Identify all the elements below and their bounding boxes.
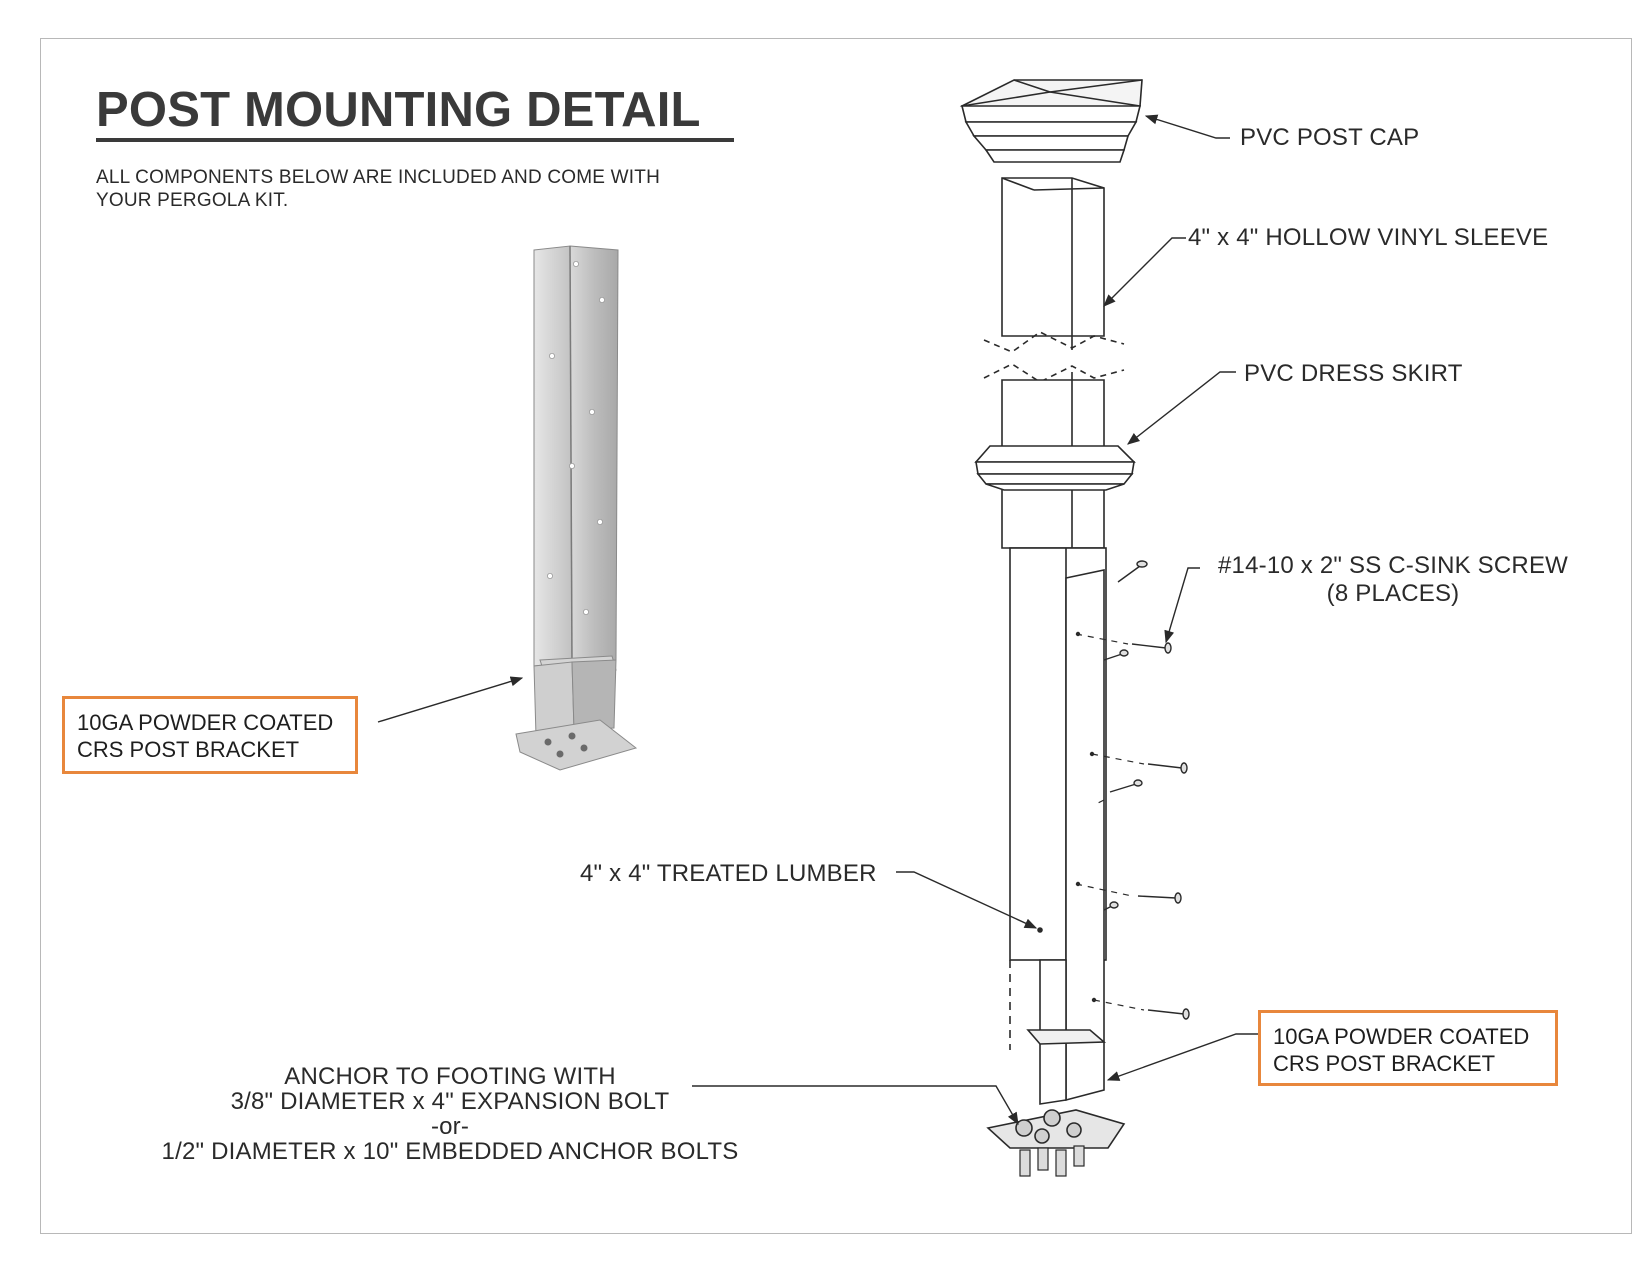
- page-subtitle: ALL COMPONENTS BELOW ARE INCLUDED AND CO…: [96, 167, 660, 211]
- pvc-dress-skirt-drawing: [974, 445, 1136, 491]
- label-hollow-vinyl-sleeve: 4" x 4" HOLLOW VINYL SLEEVE: [1188, 224, 1549, 251]
- label-screw-line1: #14-10 x 2" SS C-SINK SCREW: [1217, 552, 1569, 579]
- callout-right-line2: CRS POST BRACKET: [1273, 1051, 1496, 1076]
- label-anchor: ANCHOR TO FOOTING WITH 3/8" DIAMETER x 4…: [130, 1064, 770, 1164]
- label-anchor-line4: 1/2" DIAMETER x 10" EMBEDDED ANCHOR BOLT…: [161, 1138, 739, 1165]
- callout-left-line2: CRS POST BRACKET: [77, 737, 300, 762]
- leader-lines: [692, 114, 1262, 1126]
- callout-post-bracket-right: 10GA POWDER COATED CRS POST BRACKET: [1258, 1010, 1558, 1086]
- label-anchor-line1: ANCHOR TO FOOTING WITH: [284, 1063, 616, 1090]
- page-title: POST MOUNTING DETAIL: [96, 83, 701, 137]
- label-screw: #14-10 x 2" SS C-SINK SCREW (8 PLACES): [1208, 552, 1578, 608]
- callout-right-line1: 10GA POWDER COATED: [1273, 1024, 1530, 1049]
- label-pvc-dress-skirt: PVC DRESS SKIRT: [1244, 360, 1463, 387]
- bracket-photo: [377, 245, 638, 771]
- vinyl-sleeve-drawing: [983, 177, 1125, 549]
- pvc-post-cap-drawing: [959, 79, 1143, 163]
- label-anchor-line3: -or-: [430, 1113, 470, 1140]
- post-bracket-drawing: [986, 569, 1126, 1177]
- callout-post-bracket-left: 10GA POWDER COATED CRS POST BRACKET: [62, 696, 358, 774]
- label-anchor-line2: 3/8" DIAMETER x 4" EXPANSION BOLT: [230, 1088, 670, 1115]
- title-underline: [96, 138, 734, 142]
- label-treated-lumber: 4" x 4" TREATED LUMBER: [580, 860, 877, 887]
- ss-csink-screws-drawing: [1103, 560, 1190, 1020]
- label-screw-line2: (8 PLACES): [1326, 580, 1460, 607]
- post-assembly: [959, 79, 1190, 1177]
- callout-left-line1: 10GA POWDER COATED: [77, 710, 334, 735]
- drawing-frame: [40, 38, 1632, 1234]
- label-pvc-post-cap: PVC POST CAP: [1240, 124, 1420, 151]
